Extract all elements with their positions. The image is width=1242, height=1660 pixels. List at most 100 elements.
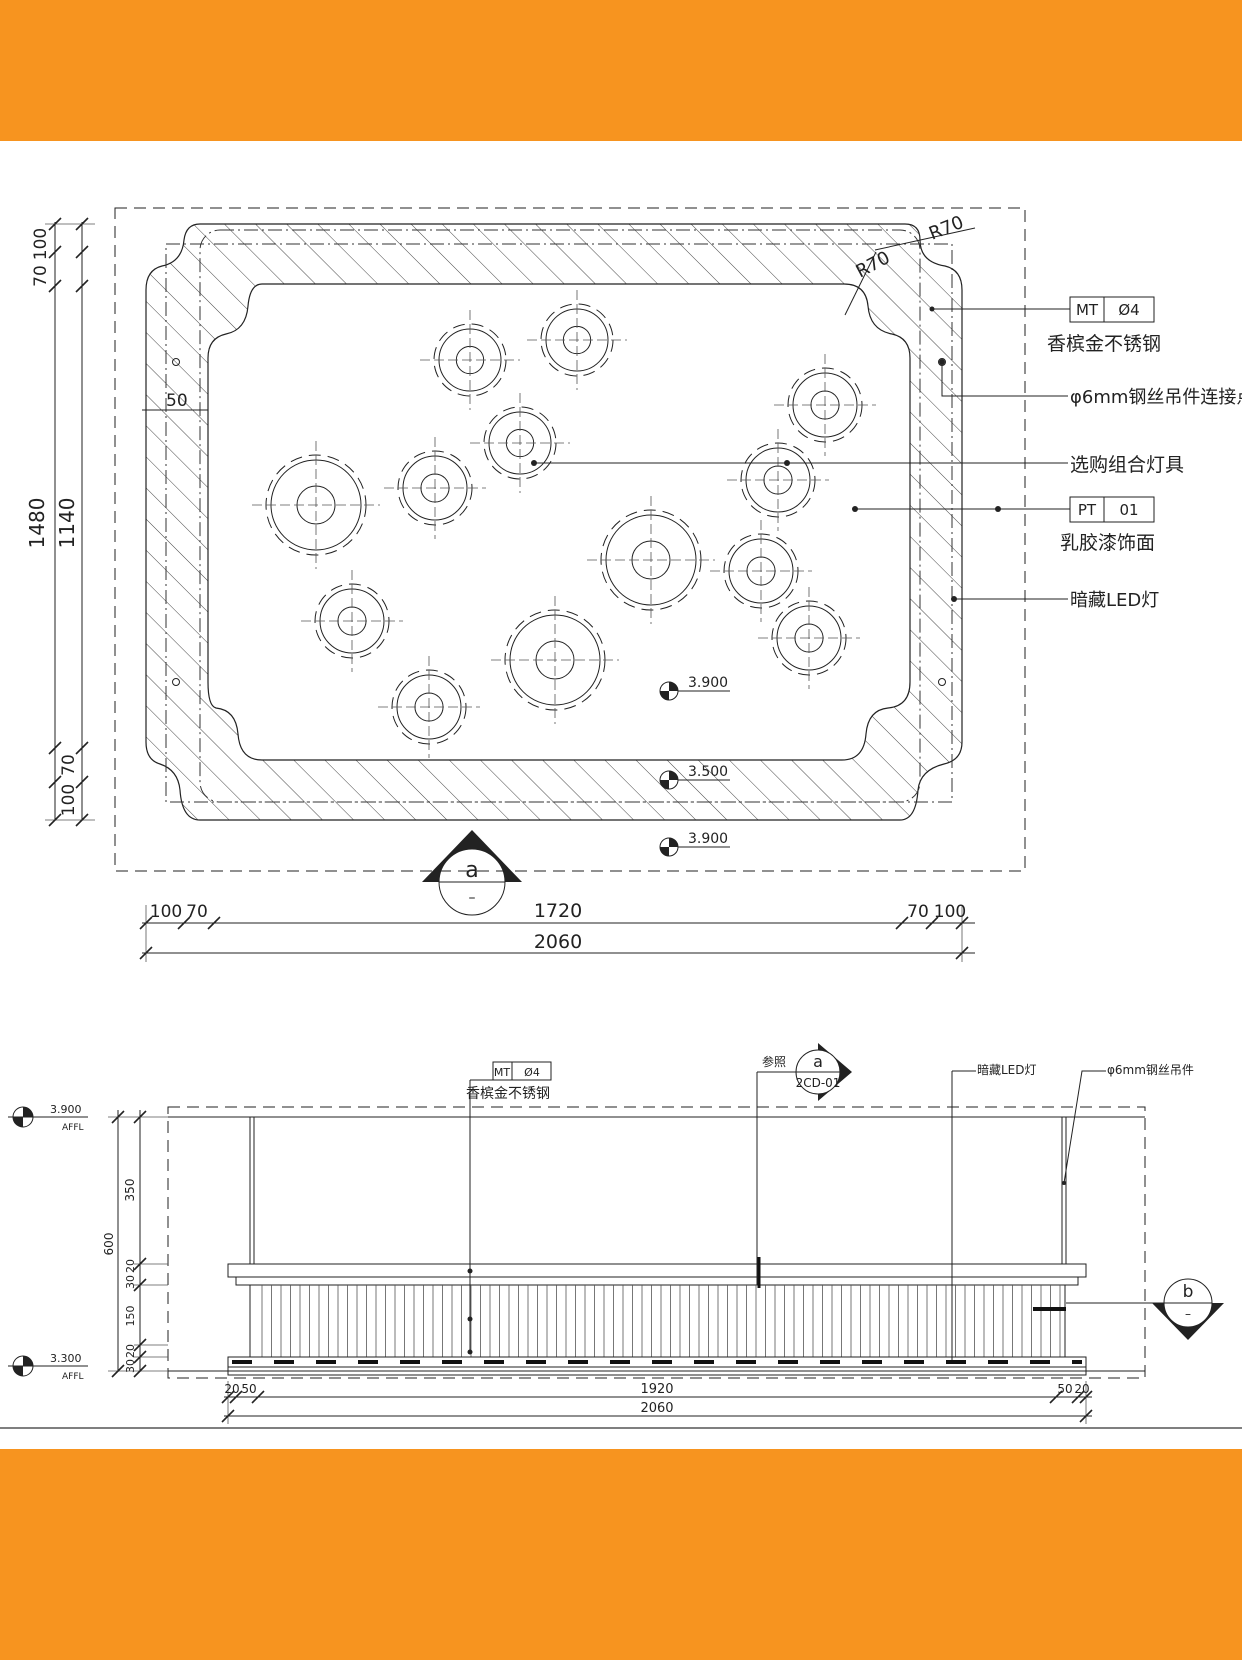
dim-label: 50 (241, 1382, 256, 1396)
ref-letter: a (813, 1052, 823, 1071)
dim-total: 2060 (534, 931, 582, 953)
dim-label: 20 (224, 1382, 239, 1396)
dim-label: 150 (124, 1306, 137, 1327)
light-fixture (491, 596, 619, 724)
dim-label: 100 (31, 228, 51, 260)
callout-reference: 参照 (756, 1054, 796, 1288)
level-marker: 3.900 (659, 831, 730, 857)
dim-label: 70 (59, 754, 79, 776)
dim-label: 350 (123, 1179, 137, 1202)
dim-label: 20 (1074, 1382, 1089, 1396)
level-value: 3.300 (50, 1352, 82, 1365)
callout-label: 香槟金不锈钢 (466, 1086, 550, 1102)
callout-led-elev: 暗藏LED灯 (951, 1062, 1037, 1360)
level-marker: 3.300 AFFL (8, 1352, 88, 1382)
dim-label: 1140 (55, 498, 79, 549)
callout-wire-elev: φ6mm钢丝吊件 (1062, 1063, 1194, 1185)
hanger-point (172, 358, 180, 366)
level-marker: 3.900 (659, 675, 730, 701)
dim-label: 600 (102, 1233, 116, 1256)
top-orange-band (0, 0, 1242, 141)
light-fixture (758, 587, 860, 689)
callout-tag: MT (494, 1066, 510, 1079)
dim-total: 2060 (640, 1401, 673, 1416)
radius-label: R70 (926, 212, 967, 245)
section-sheet: – (1185, 1307, 1191, 1321)
light-fixtures (252, 290, 876, 758)
hanger-point (938, 678, 946, 686)
callout-label: 暗藏LED灯 (1070, 590, 1159, 611)
dim-label: 30 (124, 1359, 137, 1373)
ceiling-plan: 3.900 3.500 3.900 R70 R70 a – (25, 207, 1242, 962)
level-value: 3.900 (688, 675, 728, 691)
dim-label: 50 (1057, 1382, 1072, 1396)
dim-label: 1920 (640, 1382, 673, 1397)
slatted-panel (249, 1284, 1066, 1358)
hatched-frame (145, 223, 963, 821)
section-letter: b (1183, 1282, 1194, 1302)
callout-paint: PT 01 乳胶漆饰面 (852, 496, 1155, 554)
dim-label: 1480 (25, 498, 49, 549)
light-fixture (470, 393, 570, 493)
section-sheet: – (469, 890, 476, 906)
ceiling-elevation: MT Ø4 香槟金不锈钢 参照 a 2CD-01 暗藏LED灯 φ6mm钢丝吊件 (0, 1043, 1242, 1429)
elevation-bottom-dimensions: 20 50 1920 50 20 2060 (221, 1381, 1093, 1424)
dim-label: 70 (907, 902, 929, 922)
elevation-boundary (167, 1106, 1146, 1379)
level-marker: 3.500 (659, 764, 730, 790)
bottom-dimensions: 100 70 1720 70 100 2060 (139, 900, 975, 962)
callout-label: 乳胶漆饰面 (1060, 532, 1155, 554)
dim-label: 70 (31, 265, 51, 287)
callout-label: 暗藏LED灯 (977, 1062, 1037, 1077)
dim-label: 100 (934, 902, 966, 922)
light-fixture (727, 429, 829, 531)
dim-label: 1720 (534, 900, 582, 922)
callout-label: 香槟金不锈钢 (1047, 333, 1161, 355)
callout-label: φ6mm钢丝吊件 (1107, 1063, 1194, 1077)
level-value: 3.900 (688, 831, 728, 847)
level-sub: AFFL (62, 1372, 84, 1382)
dim-label: 100 (150, 902, 182, 922)
callout-label: 参照 (762, 1054, 786, 1069)
callout-metal: MT Ø4 香槟金不锈钢 (929, 296, 1161, 355)
section-letter: a (465, 858, 478, 883)
callout-code: Ø4 (524, 1066, 540, 1079)
callout-tag: MT (1076, 301, 1099, 319)
light-fixture (420, 310, 520, 410)
callout-label: 选购组合灯具 (1070, 454, 1184, 476)
light-fixture (527, 290, 627, 390)
light-fixture (384, 437, 486, 539)
bottom-orange-band (0, 1449, 1242, 1660)
ref-sheet: 2CD-01 (796, 1076, 841, 1090)
ref-marker-a: a 2CD-01 (795, 1043, 852, 1101)
elevation-left-dimensions: 350 600 20 30 150 20 30 (102, 1110, 168, 1378)
callout-lighting: 选购组合灯具 (531, 454, 1184, 476)
callout-tag: PT (1078, 501, 1097, 519)
dim-label: 20 (124, 1344, 137, 1358)
callout-label: φ6mm钢丝吊件连接点 (1070, 387, 1242, 408)
dim-label: 30 (124, 1275, 137, 1289)
callout-code: Ø4 (1118, 301, 1139, 319)
left-dimensions: 70 100 1480 1140 70 100 50 (25, 217, 208, 827)
light-fixture (252, 441, 380, 569)
callout-hanger: φ6mm钢丝吊件连接点 (939, 359, 1242, 408)
light-fixture (378, 656, 480, 758)
level-marker: 3.900 AFFL (8, 1103, 88, 1133)
level-value: 3.900 (50, 1103, 82, 1116)
callout-metal-elev: MT Ø4 香槟金不锈钢 (466, 1061, 552, 1355)
dim-label: 70 (186, 902, 208, 922)
callout-led: 暗藏LED灯 (951, 590, 1159, 611)
recessed-edge (165, 243, 953, 803)
light-fixture (710, 520, 812, 622)
callout-code: 01 (1119, 501, 1138, 519)
section-marker-a: a – (422, 830, 522, 916)
level-sub: AFFL (62, 1123, 84, 1133)
metal-trim (227, 1263, 1087, 1278)
level-value: 3.500 (688, 764, 728, 780)
dim-label: 100 (59, 784, 79, 816)
light-fixture (587, 496, 715, 624)
plan-boundary (114, 207, 1026, 872)
section-marker-b: b – (1033, 1278, 1224, 1340)
light-fixture (774, 354, 876, 456)
